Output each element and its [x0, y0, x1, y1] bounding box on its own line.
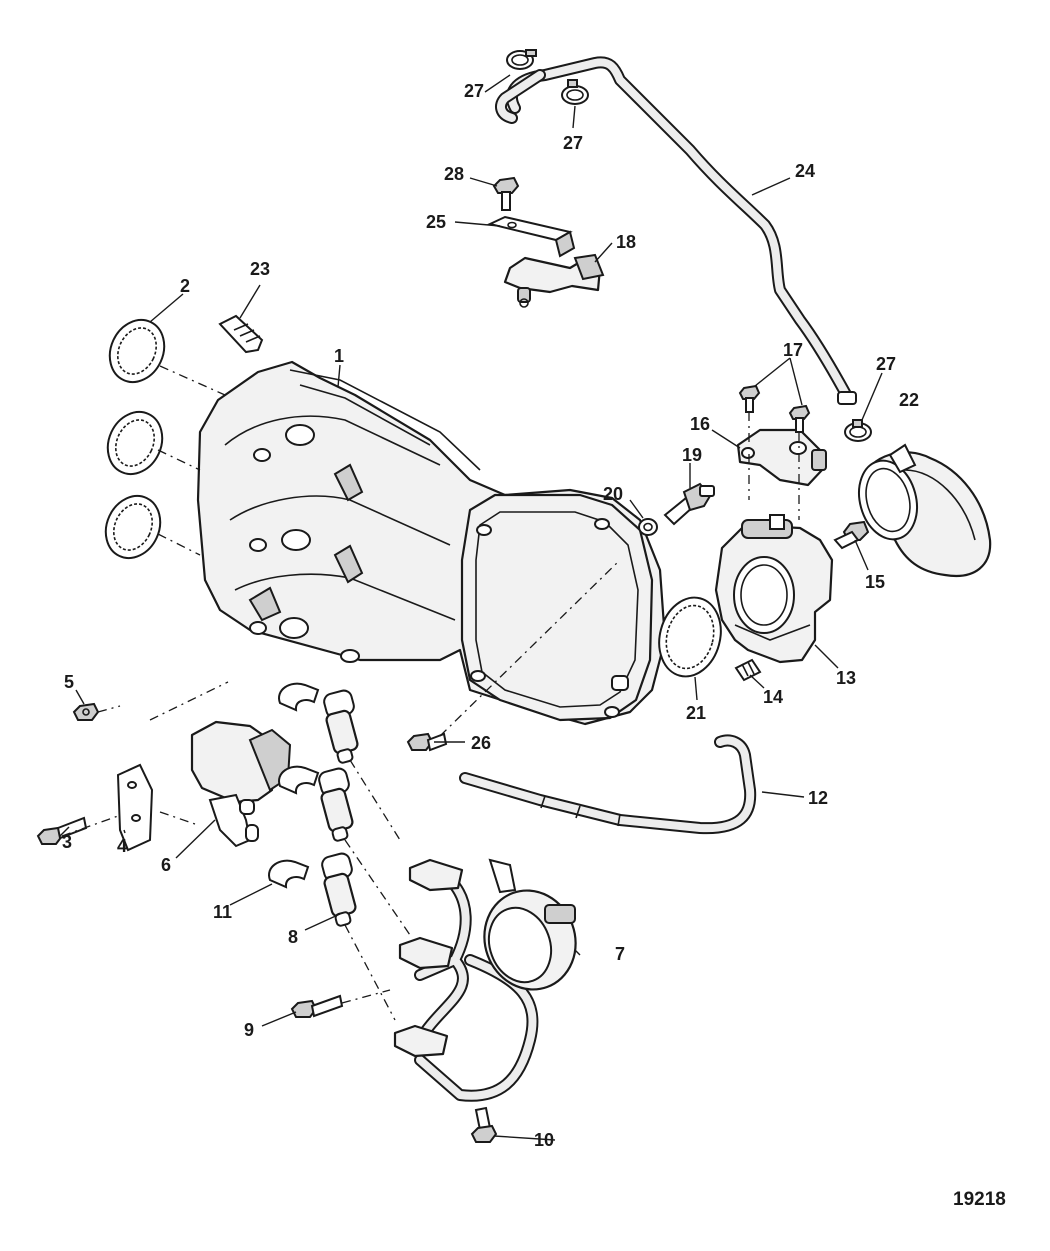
callout-19: 19 — [682, 445, 702, 465]
part-8-fuel-injector-b — [318, 767, 354, 842]
part-5-nut — [72, 702, 100, 721]
callout-27-right: 27 — [876, 354, 896, 374]
leader-lines — [59, 74, 883, 1141]
part-25-bracket — [486, 215, 576, 258]
part-22-intake-elbow — [858, 443, 992, 578]
part-16-throttle-sensor — [736, 428, 827, 487]
callout-3: 3 — [62, 832, 72, 852]
part-7-fuel-rail-harness — [393, 858, 577, 1102]
callout-27-top-right: 27 — [563, 133, 583, 153]
callout-26: 26 — [471, 733, 491, 753]
part-27-clamp-b — [561, 79, 589, 105]
part-10-bolt — [470, 1106, 498, 1143]
callout-27-top-left: 27 — [464, 81, 484, 101]
callout-5: 5 — [64, 672, 74, 692]
figure-number: 19218 — [953, 1189, 1006, 1210]
callout-17: 17 — [783, 340, 803, 360]
callout-15: 15 — [865, 572, 885, 592]
part-14-stud — [734, 658, 762, 682]
part-2-gasket-ring-mid — [106, 410, 164, 476]
part-11-clip-c — [268, 859, 310, 889]
callout-18: 18 — [616, 232, 636, 252]
part-4-bracket — [116, 763, 154, 852]
part-18-sensor — [503, 253, 605, 308]
callout-28: 28 — [444, 164, 464, 184]
callout-25: 25 — [426, 212, 446, 232]
part-12-vent-hose — [459, 734, 757, 835]
callout-2: 2 — [180, 276, 190, 296]
callout-1: 1 — [334, 346, 344, 366]
callout-23: 23 — [250, 259, 270, 279]
part-19-temp-sensor — [663, 482, 715, 526]
part-11-clip-b — [278, 765, 320, 795]
part-8-fuel-injector-a — [323, 689, 359, 764]
part-9-bolt — [290, 994, 344, 1018]
part-17-screw-b — [788, 404, 811, 433]
callout-8: 8 — [288, 927, 298, 947]
callout-16: 16 — [690, 414, 710, 434]
part-28-bolt — [492, 176, 520, 211]
assembly-centerlines — [61, 365, 800, 1021]
callout-12: 12 — [808, 788, 828, 808]
part-2-gasket-ring-low — [104, 494, 162, 560]
callout-7: 7 — [615, 944, 625, 964]
callout-10: 10 — [534, 1130, 554, 1150]
part-15-bolt — [833, 520, 870, 550]
part-21-gasket — [658, 596, 722, 678]
part-13-throttle-body — [714, 514, 834, 664]
part-8-fuel-injector-c — [321, 852, 357, 927]
callout-labels: 27 27 24 28 25 18 23 2 1 17 27 22 16 19 … — [62, 81, 1006, 1210]
part-23-stud — [218, 314, 264, 354]
callout-11: 11 — [213, 902, 232, 922]
callout-21: 21 — [686, 703, 706, 723]
part-27-clamp-c — [844, 419, 872, 442]
callout-20: 20 — [603, 484, 623, 504]
part-20-o-ring — [638, 518, 658, 536]
callout-24: 24 — [795, 161, 815, 181]
callout-6: 6 — [161, 855, 171, 875]
part-1-intake-manifold — [196, 360, 667, 726]
callout-9: 9 — [244, 1020, 254, 1040]
part-2-gasket-ring-top — [108, 318, 166, 384]
part-27-clamp-a — [506, 49, 537, 70]
callout-4: 4 — [117, 836, 127, 856]
part-11-clip-a — [278, 682, 320, 712]
callout-13: 13 — [836, 668, 856, 688]
callout-22: 22 — [899, 390, 919, 410]
part-24-tube — [495, 56, 857, 405]
part-17-screw-a — [738, 384, 761, 413]
callout-14: 14 — [763, 687, 783, 707]
